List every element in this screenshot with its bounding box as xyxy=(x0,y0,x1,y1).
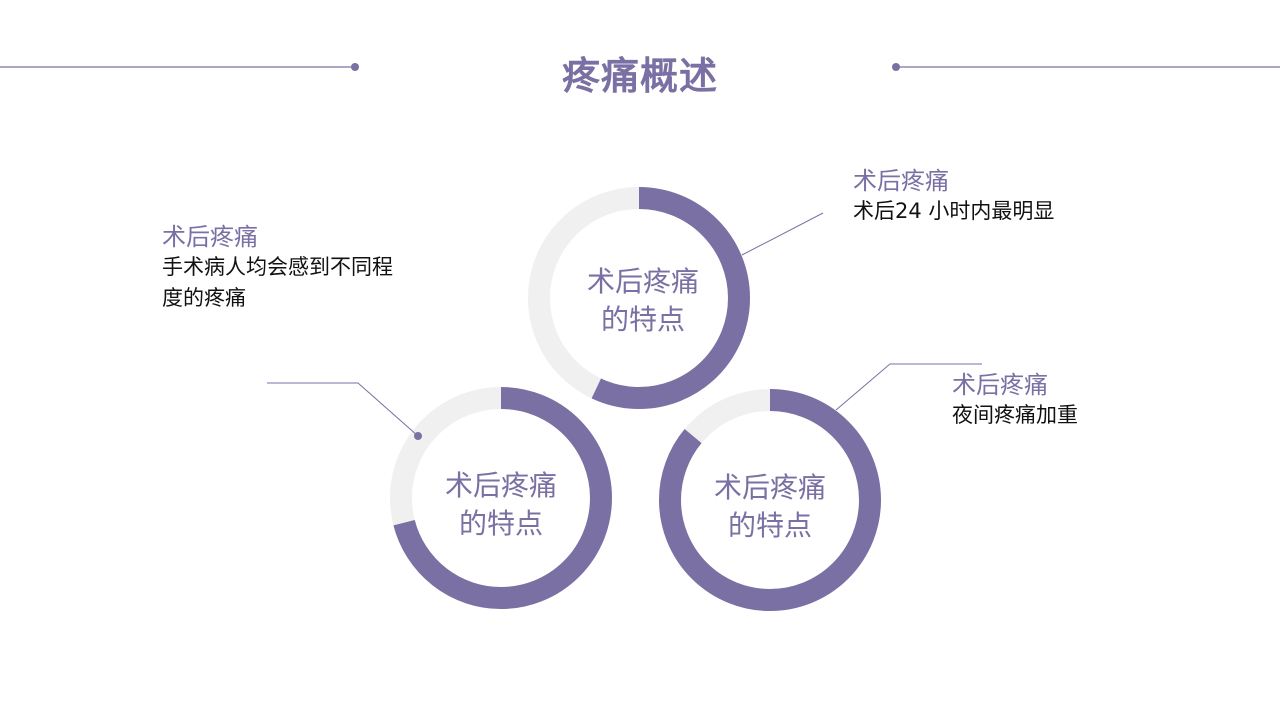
ring-top-progress xyxy=(528,187,750,409)
header-dot-right xyxy=(892,63,900,71)
callout-left-desc-line1: 手术病人均会感到不同程 xyxy=(162,255,393,279)
callout-right-title: 术后疼痛 xyxy=(952,371,1048,399)
ring-left-label-line2: 的特点 xyxy=(458,507,543,540)
callout-left-title: 术后疼痛 xyxy=(162,223,258,251)
callout-top-desc: 术后24 小时内最明显 xyxy=(853,199,1055,223)
ring-left-label-line1: 术后疼痛 xyxy=(444,469,557,502)
connector-left xyxy=(267,382,419,437)
ring-top-label: 术后疼痛 的特点 xyxy=(568,263,718,339)
callout-top-title: 术后疼痛 xyxy=(853,167,949,195)
ring-top-label-line1: 术后疼痛 xyxy=(586,265,699,298)
connector-right xyxy=(835,363,982,411)
page-title: 疼痛概述 xyxy=(561,54,718,98)
ring-right-progress xyxy=(659,389,881,611)
ring-top-label-line2: 的特点 xyxy=(600,303,685,336)
callout-left: 术后疼痛 手术病人均会感到不同程 度的疼痛 xyxy=(162,222,442,314)
ring-right-label-line1: 术后疼痛 xyxy=(713,471,826,504)
callout-right-desc: 夜间疼痛加重 xyxy=(952,403,1078,427)
ring-right-label-line2: 的特点 xyxy=(727,509,812,542)
ring-right-label: 术后疼痛 的特点 xyxy=(695,469,845,545)
callout-right: 术后疼痛 夜间疼痛加重 xyxy=(952,370,1192,431)
ring-left-progress xyxy=(390,387,612,609)
header-dot-left xyxy=(351,63,359,71)
connector-top xyxy=(741,212,824,256)
callout-left-desc-line2: 度的疼痛 xyxy=(162,286,246,310)
callout-top: 术后疼痛 术后24 小时内最明显 xyxy=(853,166,1153,227)
ring-left-label: 术后疼痛 的特点 xyxy=(426,467,576,543)
connector-left-dot xyxy=(414,432,422,440)
